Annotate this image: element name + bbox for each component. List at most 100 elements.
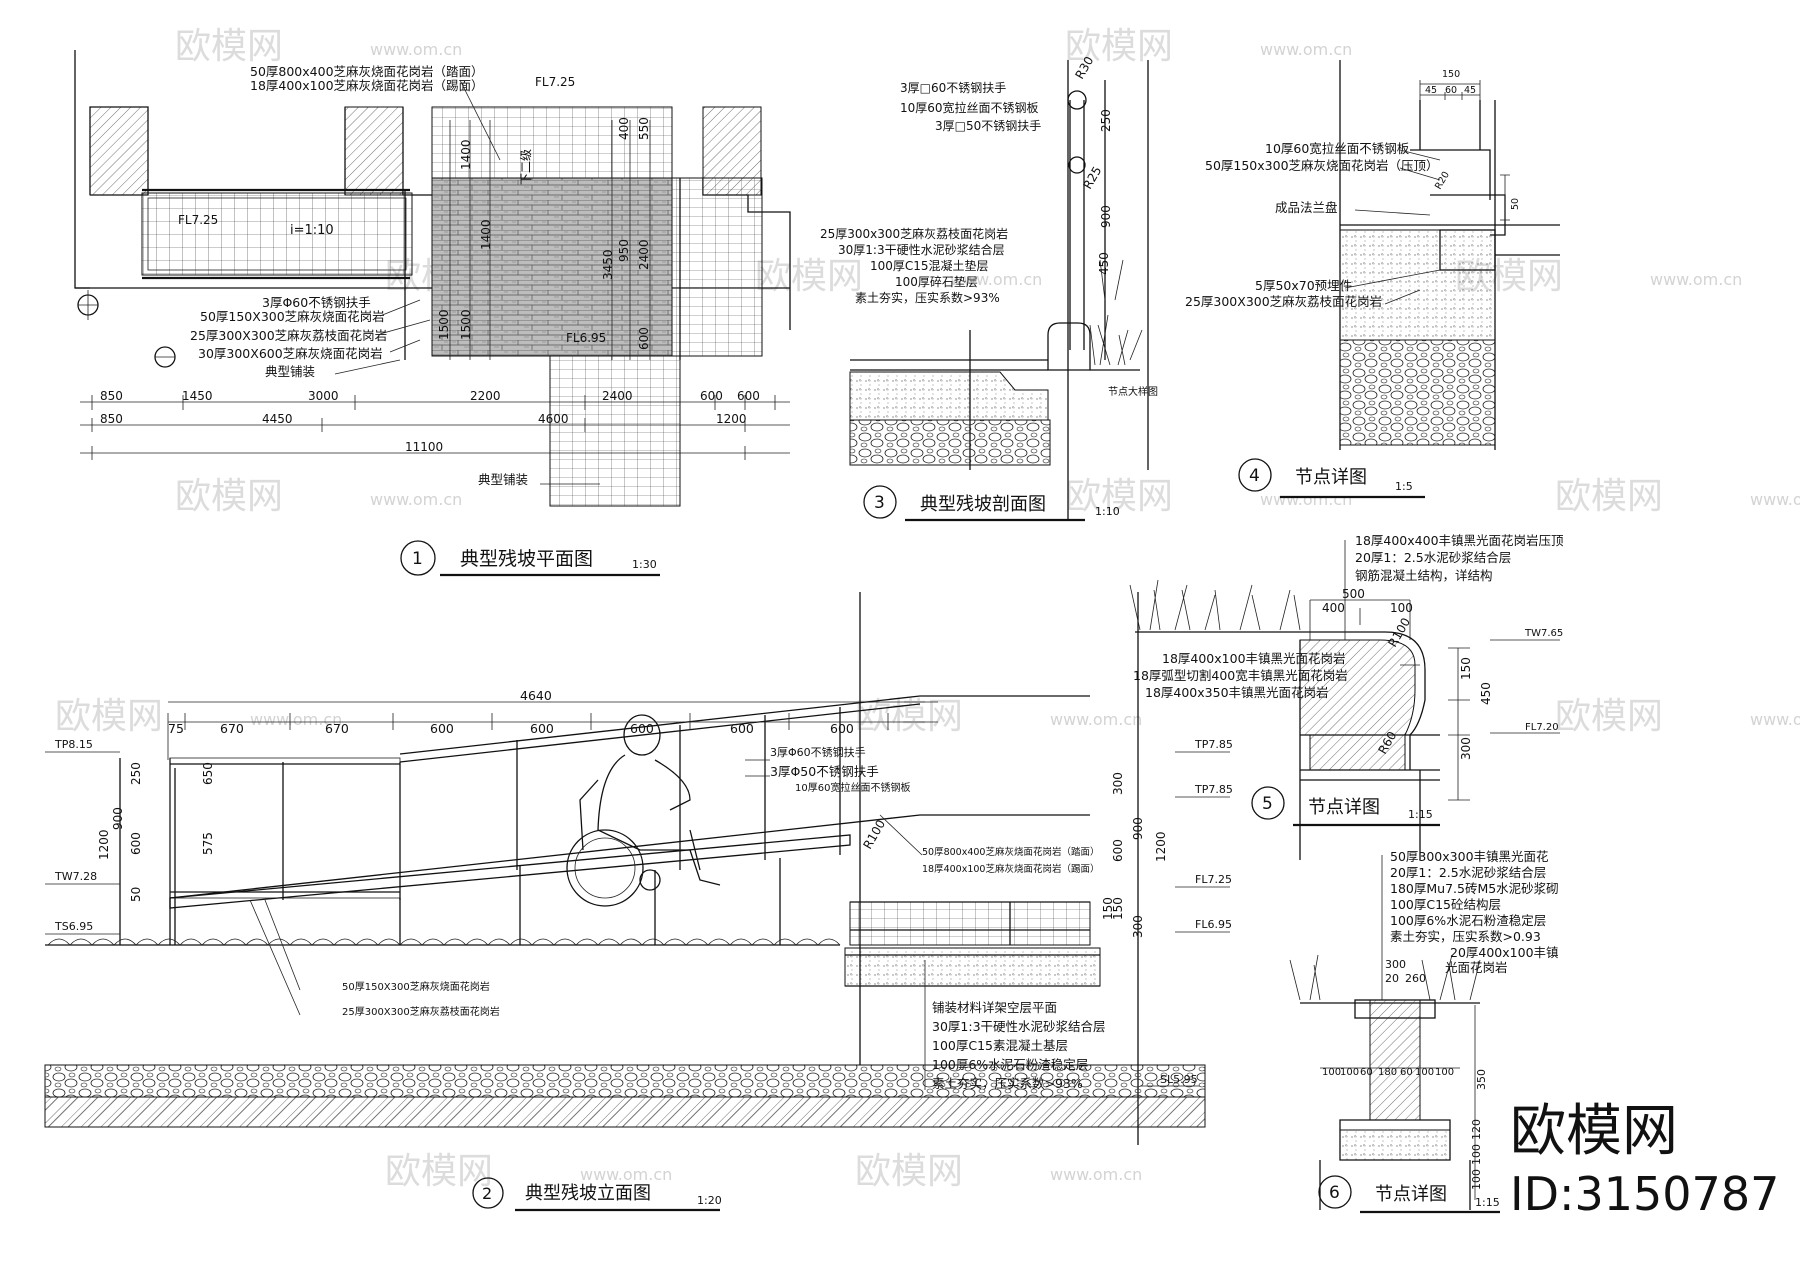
drawing-6-detail: 300 20 260 350 100 100 60 180 60 100 100…: [1289, 849, 1559, 1214]
note-text: 成品法兰盘: [1275, 200, 1338, 215]
dim-text: 180: [1378, 1067, 1397, 1078]
watermark-url: www.om.cn: [1650, 270, 1742, 289]
dim-text: 850: [100, 389, 123, 403]
ground-bump: [619, 938, 643, 946]
ground-bump: [377, 938, 401, 946]
note-text: 5厚50x70预埋件: [1255, 278, 1352, 293]
note-text: 25厚300X300芝麻灰荔枝面花岗岩: [342, 1005, 500, 1018]
watermark-brand: 欧模网: [175, 26, 283, 67]
plan-dims: 850 1450 3000 2200 2400 600 600 850 4450…: [100, 117, 760, 454]
note-text: 50厚150x300芝麻灰烧面花岗岩（压顶）: [1205, 158, 1439, 173]
note-text: 18厚400x400丰镇黑光面花岗岩压顶: [1355, 533, 1564, 548]
dim-text: 4450: [262, 412, 293, 426]
watermark-url: www.om.cn: [370, 490, 462, 509]
ground-bump: [817, 938, 841, 946]
watermark-brand: 欧模网: [855, 1151, 963, 1192]
level-label: FL6.95: [1195, 918, 1232, 931]
dim-text: 1450: [182, 389, 213, 403]
note-text: 3厚Φ50不锈钢扶手: [770, 764, 879, 779]
level-label: TP7.85: [1194, 738, 1233, 751]
ground-bump: [421, 938, 445, 946]
dim-text: 100: [1415, 1067, 1434, 1078]
watermark-brand: 欧模网: [1555, 476, 1663, 517]
ground-line: [45, 938, 841, 946]
section-marker: [77, 290, 176, 368]
ramp-paving: [431, 177, 673, 357]
watermark-brand: 欧模网: [55, 696, 163, 737]
watermark-brand: 欧模网: [1065, 476, 1173, 517]
dim-text: 670: [325, 721, 349, 736]
level-label: TW7.65: [1524, 628, 1563, 639]
note-text: 20厚400x100丰镇: [1450, 945, 1559, 960]
note-text: 25厚300X300芝麻灰荔枝面花岗岩: [1185, 294, 1382, 309]
dim-text: 1500: [459, 309, 473, 340]
drawing-title: 节点详图: [1295, 467, 1367, 488]
drawing-6-title: 6 节点详图 1:15: [1318, 1175, 1500, 1214]
note-text: 10厚60宽拉丝面不锈钢板: [900, 100, 1039, 115]
dim-text: 575: [201, 832, 215, 855]
dim-text: 1400: [479, 219, 493, 250]
ground-bump: [531, 938, 555, 946]
dim-text: 60: [1360, 1067, 1373, 1078]
dim-text: 600: [637, 327, 651, 350]
side-paving: [671, 177, 763, 357]
drawing-scale: 1:20: [697, 1194, 722, 1207]
ground-bump: [355, 938, 379, 946]
dim-text: 950: [617, 239, 631, 262]
ground-bump: [179, 938, 203, 946]
note-text: 18厚400x100芝麻灰烧面花岗岩（踢面）: [922, 863, 1099, 875]
dim-text: 100: [1390, 601, 1413, 615]
dim-text: 150: [1459, 657, 1473, 680]
corner-brand: 欧模网 ID:3150787: [1510, 1099, 1779, 1221]
wall-hatch: [89, 106, 149, 196]
drawing-scale: 1:30: [632, 558, 657, 571]
ground-bump: [333, 938, 357, 946]
dim-text: 400: [1322, 601, 1345, 615]
dim-text: 600: [129, 832, 143, 855]
drawing-3-title: 3 典型残坡剖面图 1:10: [863, 485, 1120, 522]
note-text: 100厚6%水泥石粉渣稳定层: [1390, 913, 1546, 928]
dim-text: 100: [1435, 1067, 1454, 1078]
dim-text: 150: [1111, 897, 1125, 920]
dim-text: 4600: [538, 412, 569, 426]
watermark-url: www.om.cn: [1750, 710, 1800, 729]
watermark-brand: 欧模网: [385, 1151, 493, 1192]
ground-bump: [509, 938, 533, 946]
note-text: 100厚C15混凝土垫层: [870, 258, 989, 273]
dim-text: 400: [617, 117, 631, 140]
dim-text: 450: [1479, 682, 1493, 705]
wheelchair-user-figure: [566, 714, 721, 907]
dim-text: 100: [1340, 1067, 1359, 1078]
dim-text: 60: [1445, 85, 1457, 96]
watermark-url: www.om.cn: [1050, 1165, 1142, 1184]
note-text: 典型铺装: [478, 472, 528, 487]
level-label: TP8.15: [54, 738, 93, 751]
ground-bump: [267, 938, 291, 946]
level-label: FL6.95: [566, 331, 606, 345]
level-label: FL7.25: [1195, 873, 1232, 886]
note-text: 100厚C15砼结构层: [1390, 897, 1501, 912]
drawing-number: 6: [1329, 1183, 1340, 1203]
dim-text: 600: [737, 389, 760, 403]
dim-text: 50: [1510, 198, 1521, 210]
ground-bump: [465, 938, 489, 946]
note-text: 30厚300X600芝麻灰烧面花岗岩: [198, 346, 383, 361]
note-text: 18厚400x100丰镇黑光面花岗岩: [1162, 651, 1346, 666]
ground-bump: [553, 938, 577, 946]
dim-text: 150: [1442, 69, 1460, 80]
brand-id-text: ID:3150787: [1510, 1167, 1779, 1221]
watermark-url: www.om.cn: [250, 710, 342, 729]
dim-text: 900: [1099, 205, 1113, 228]
ground-bump: [245, 938, 269, 946]
ground-bump: [201, 938, 225, 946]
lower-paving: [549, 355, 681, 507]
note-text: 20厚1：2.5水泥砂浆结合层: [1355, 550, 1511, 565]
dim-text: 900: [111, 807, 125, 830]
note-text: 典型铺装: [265, 364, 315, 379]
watermark-brand: 欧模网: [855, 696, 963, 737]
ground-bump: [47, 938, 71, 946]
note-text: 钢筋混凝土结构，详结构: [1355, 568, 1493, 583]
note-text: 30厚1:3干硬性水泥砂浆结合层: [838, 242, 1005, 257]
note-text: 3厚□60不锈钢扶手: [900, 80, 1006, 95]
